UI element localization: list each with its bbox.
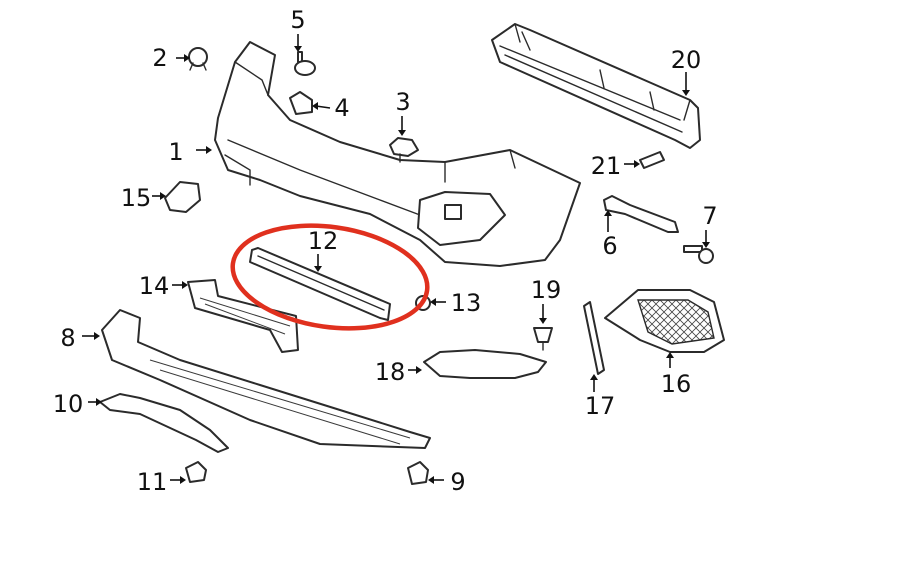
- part-17-side-trim: [583, 301, 605, 375]
- part-7-bolt: [683, 245, 714, 264]
- callout-11: 11: [137, 468, 168, 496]
- callout-6: 6: [602, 232, 617, 260]
- callout-8: 8: [60, 324, 75, 352]
- callout-19: 19: [531, 276, 562, 304]
- leader-lines: [82, 34, 710, 484]
- callout-5: 5: [290, 6, 305, 34]
- part-2-clip: [188, 47, 208, 71]
- callout-12: 12: [308, 227, 339, 255]
- highlight-circle-part-12: [230, 223, 430, 331]
- callout-labels: 1 2 3 4 5 6 7 8 9 10 11 12 13 14 15 16 1…: [53, 6, 718, 496]
- callout-9: 9: [450, 468, 465, 496]
- part-6-bracket-arm: [603, 195, 679, 233]
- part-1-bumper-cover: [214, 41, 581, 267]
- callout-10: 10: [53, 390, 84, 418]
- callout-16: 16: [661, 370, 692, 398]
- part-15-bracket: [164, 181, 201, 213]
- callout-4: 4: [334, 94, 349, 122]
- part-3-push-clip: [389, 137, 419, 163]
- part-5-bolt: [294, 51, 316, 76]
- callout-15: 15: [121, 184, 152, 212]
- part-19-push-clip: [533, 327, 553, 351]
- callout-13: 13: [451, 289, 482, 317]
- part-9-clip: [407, 461, 429, 485]
- part-12-center-rail: [249, 247, 391, 321]
- callout-17: 17: [585, 392, 616, 420]
- part-14-bracket: [187, 279, 299, 353]
- callout-7: 7: [702, 202, 717, 230]
- callout-20: 20: [671, 46, 702, 74]
- part-20-reinforcement-beam: [491, 23, 701, 149]
- part-11-clip: [185, 461, 207, 483]
- part-10-side-strip: [99, 393, 229, 453]
- callout-1: 1: [168, 138, 183, 166]
- part-16-grille: [604, 289, 725, 353]
- callout-18: 18: [375, 358, 406, 386]
- part-21-bolt: [639, 151, 665, 169]
- callout-3: 3: [395, 88, 410, 116]
- part-18-bracket: [423, 349, 547, 379]
- part-8-lower-diffuser: [101, 309, 431, 449]
- callout-2: 2: [152, 44, 167, 72]
- callout-14: 14: [139, 272, 170, 300]
- part-4-bracket: [289, 91, 313, 115]
- callout-21: 21: [591, 152, 622, 180]
